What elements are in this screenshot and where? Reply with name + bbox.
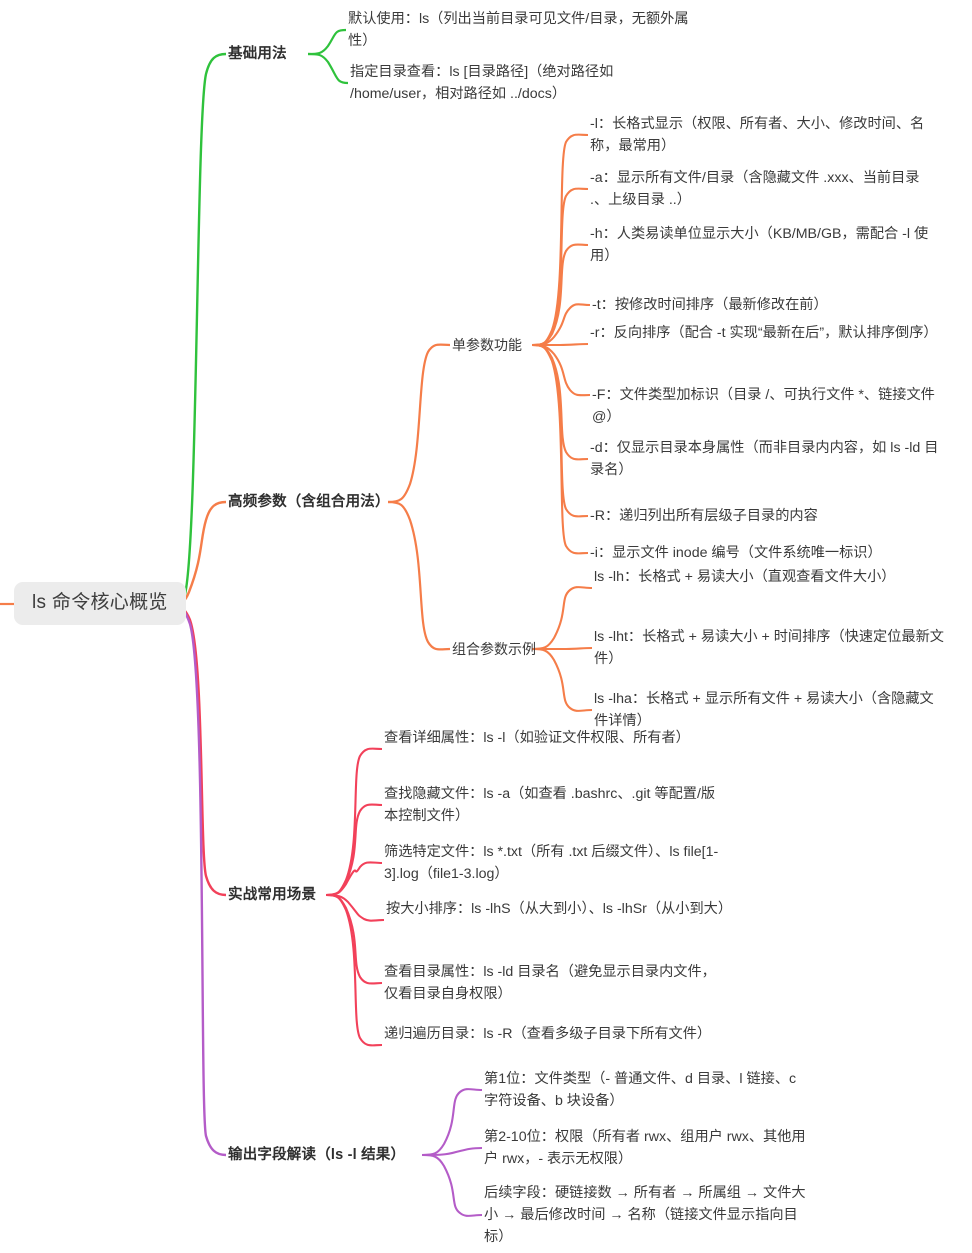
- leaf-label: 递归遍历目录：ls -R（查看多级子目录下所有文件）: [384, 1026, 712, 1042]
- edge-root-to-output-fields: [176, 604, 227, 1157]
- edge-single-to-leaf-2: [531, 243, 589, 347]
- leaf-node-output-1[interactable]: 第2-10位：权限（所有者 rwx、组用户 rwx、其他用户 rwx，- 表示无…: [484, 1126, 814, 1170]
- edge-practical-to-leaf-5: [325, 893, 383, 1047]
- leaf-node-single-param-0[interactable]: -l：长格式显示（权限、所有者、大小、修改时间、名称，最常用）: [590, 113, 940, 157]
- edge-single-to-leaf-5: [531, 343, 591, 397]
- leaf-label: 后续字段：硬链接数 → 所有者 → 所属组 → 文件大小 → 最后修改时间 → …: [484, 1185, 806, 1245]
- edge-practical-to-leaf-4: [325, 893, 383, 985]
- group-node-combined-param[interactable]: 组合参数示例: [452, 639, 536, 659]
- leaf-label: -i：显示文件 inode 编号（文件系统唯一标识）: [590, 545, 882, 561]
- branch-node-practical-scenarios[interactable]: 实战常用场景: [228, 885, 316, 905]
- branch-node-output-fields[interactable]: 输出字段解读（ls -l 结果）: [228, 1145, 405, 1165]
- leaf-node-combined-param-1[interactable]: ls -lht：长格式 + 易读大小 + 时间排序（快速定位最新文件）: [594, 626, 944, 670]
- edge-single-to-leaf-7: [531, 343, 589, 518]
- edge-combined-to-leaf-0: [531, 586, 593, 651]
- branch-label-output-fields: 输出字段解读（ls -l 结果）: [228, 1147, 406, 1163]
- leaf-node-practical-3[interactable]: 按大小排序：ls -lhS（从大到小）、ls -lhSr（从小到大）: [386, 898, 732, 920]
- leaf-node-single-param-5[interactable]: -F：文件类型加标识（目录 /、可执行文件 *、链接文件 @）: [592, 384, 942, 428]
- leaf-node-basic-usage-0[interactable]: 默认使用：ls（列出当前目录可见文件/目录，无额外属性）: [348, 8, 698, 52]
- leaf-label: 查看目录属性：ls -ld 目录名（避免显示目录内文件，仅看目录自身权限）: [384, 964, 716, 1002]
- leaf-node-single-param-8[interactable]: -i：显示文件 inode 编号（文件系统唯一标识）: [590, 542, 940, 564]
- edge-combined-to-leaf-2: [531, 647, 593, 712]
- leaf-label: ls -lht：长格式 + 易读大小 + 时间排序（快速定位最新文件）: [594, 629, 944, 667]
- edge-output-to-leaf-1: [421, 1146, 483, 1157]
- group-label-single-param: 单参数功能: [452, 337, 522, 353]
- branch-label-basic-usage: 基础用法: [228, 46, 287, 62]
- edge-root-to-practical-scenarios: [176, 604, 227, 897]
- leaf-node-output-0[interactable]: 第1位：文件类型（- 普通文件、d 目录、l 链接、c 字符设备、b 块设备）: [484, 1068, 814, 1112]
- leaf-label: -R：递归列出所有层级子目录的内容: [590, 508, 818, 524]
- edge-output-to-leaf-0: [421, 1088, 483, 1157]
- edge-basic-to-leaf-1: [307, 52, 349, 85]
- leaf-label: 查找隐藏文件：ls -a（如查看 .bashrc、.git 等配置/版本控制文件…: [384, 786, 716, 824]
- leaf-node-practical-4[interactable]: 查看目录属性：ls -ld 目录名（避免显示目录内文件，仅看目录自身权限）: [384, 961, 724, 1005]
- leaf-label: ls -lha：长格式 + 显示所有文件 + 易读大小（含隐藏文件详情）: [594, 691, 934, 729]
- leaf-label: ls -lh：长格式 + 易读大小（直观查看文件大小）: [594, 569, 896, 585]
- branch-node-basic-usage[interactable]: 基础用法: [228, 44, 287, 64]
- leaf-node-single-param-4[interactable]: -r：反向排序（配合 -t 实现“最新在后”，默认排序倒序）: [590, 322, 940, 344]
- leaf-label: -l：长格式显示（权限、所有者、大小、修改时间、名称，最常用）: [590, 116, 925, 154]
- leaf-node-single-param-6[interactable]: -d：仅显示目录本身属性（而非目录内内容，如 ls -ld 目录名）: [590, 437, 940, 481]
- edge-practical-to-leaf-2: [325, 861, 383, 897]
- leaf-node-practical-5[interactable]: 递归遍历目录：ls -R（查看多级子目录下所有文件）: [384, 1023, 724, 1045]
- edge-output-to-leaf-2: [421, 1153, 483, 1217]
- leaf-node-combined-param-0[interactable]: ls -lh：长格式 + 易读大小（直观查看文件大小）: [594, 566, 944, 588]
- leaf-label: 第1位：文件类型（- 普通文件、d 目录、l 链接、c 字符设备、b 块设备）: [484, 1071, 797, 1109]
- leaf-node-single-param-7[interactable]: -R：递归列出所有层级子目录的内容: [590, 505, 940, 527]
- leaf-node-basic-usage-1[interactable]: 指定目录查看：ls [目录路径]（绝对路径如 /home/user，相对路径如 …: [350, 61, 700, 105]
- edge-frequent-to-combined-param: [387, 500, 451, 651]
- edge-single-to-leaf-8: [531, 343, 589, 555]
- leaf-node-single-param-3[interactable]: -t：按修改时间排序（最新修改在前）: [592, 294, 942, 316]
- edge-practical-to-leaf-3: [325, 893, 385, 922]
- branch-node-frequent-params[interactable]: 高频参数（含组合用法）: [228, 492, 390, 512]
- edge-single-to-leaf-3: [531, 303, 591, 347]
- edge-basic-to-leaf-0: [307, 28, 347, 56]
- edge-root-to-basic-usage: [176, 52, 227, 606]
- edge-frequent-to-single-param: [387, 343, 451, 504]
- edge-practical-to-leaf-1: [325, 803, 383, 897]
- leaf-node-single-param-1[interactable]: -a：显示所有文件/目录（含隐藏文件 .xxx、当前目录 .、上级目录 ..）: [590, 167, 940, 211]
- leaf-node-practical-0[interactable]: 查看详细属性：ls -l（如验证文件权限、所有者）: [384, 727, 724, 749]
- leaf-label: 筛选特定文件：ls *.txt（所有 .txt 后缀文件）、ls file[1-…: [384, 844, 719, 882]
- edge-single-to-leaf-4: [531, 342, 589, 347]
- edge-single-to-leaf-6: [531, 343, 589, 461]
- leaf-label: 查看详细属性：ls -l（如验证文件权限、所有者）: [384, 730, 690, 746]
- leaf-label: 指定目录查看：ls [目录路径]（绝对路径如 /home/user，相对路径如 …: [350, 64, 614, 102]
- leaf-label: -t：按修改时间排序（最新修改在前）: [592, 297, 828, 313]
- leaf-label: -a：显示所有文件/目录（含隐藏文件 .xxx、当前目录 .、上级目录 ..）: [590, 170, 920, 208]
- edge-practical-to-leaf-0: [325, 747, 383, 897]
- edge-combined-to-leaf-1: [532, 646, 593, 651]
- branch-label-frequent-params: 高频参数（含组合用法）: [228, 494, 390, 510]
- leaf-label: -d：仅显示目录本身属性（而非目录内内容，如 ls -ld 目录名）: [590, 440, 939, 478]
- leaf-label: 按大小排序：ls -lhS（从大到小）、ls -lhSr（从小到大）: [386, 901, 733, 917]
- leaf-label: 第2-10位：权限（所有者 rwx、组用户 rwx、其他用户 rwx，- 表示无…: [484, 1129, 806, 1167]
- root-node[interactable]: ls 命令核心概览: [14, 582, 186, 625]
- leaf-label: -r：反向排序（配合 -t 实现“最新在后”，默认排序倒序）: [590, 325, 938, 341]
- group-node-single-param[interactable]: 单参数功能: [452, 335, 522, 355]
- leaf-node-practical-1[interactable]: 查找隐藏文件：ls -a（如查看 .bashrc、.git 等配置/版本控制文件…: [384, 783, 724, 827]
- edge-single-to-leaf-1: [531, 187, 589, 347]
- root-node-label: ls 命令核心概览: [32, 592, 168, 613]
- leaf-label: -h：人类易读单位显示大小（KB/MB/GB，需配合 -l 使用）: [590, 226, 929, 264]
- leaf-label: 默认使用：ls（列出当前目录可见文件/目录，无额外属性）: [348, 11, 689, 49]
- edge-single-to-leaf-0: [531, 133, 589, 347]
- leaf-label: -F：文件类型加标识（目录 /、可执行文件 *、链接文件 @）: [592, 387, 935, 425]
- branch-label-practical-scenarios: 实战常用场景: [228, 887, 317, 903]
- leaf-node-output-2[interactable]: 后续字段：硬链接数 → 所有者 → 所属组 → 文件大小 → 最后修改时间 → …: [484, 1182, 814, 1248]
- leaf-node-combined-param-2[interactable]: ls -lha：长格式 + 显示所有文件 + 易读大小（含隐藏文件详情）: [594, 688, 944, 732]
- leaf-node-single-param-2[interactable]: -h：人类易读单位显示大小（KB/MB/GB，需配合 -l 使用）: [590, 223, 940, 267]
- group-label-combined-param: 组合参数示例: [452, 641, 536, 657]
- leaf-node-practical-2[interactable]: 筛选特定文件：ls *.txt（所有 .txt 后缀文件）、ls file[1-…: [384, 841, 724, 885]
